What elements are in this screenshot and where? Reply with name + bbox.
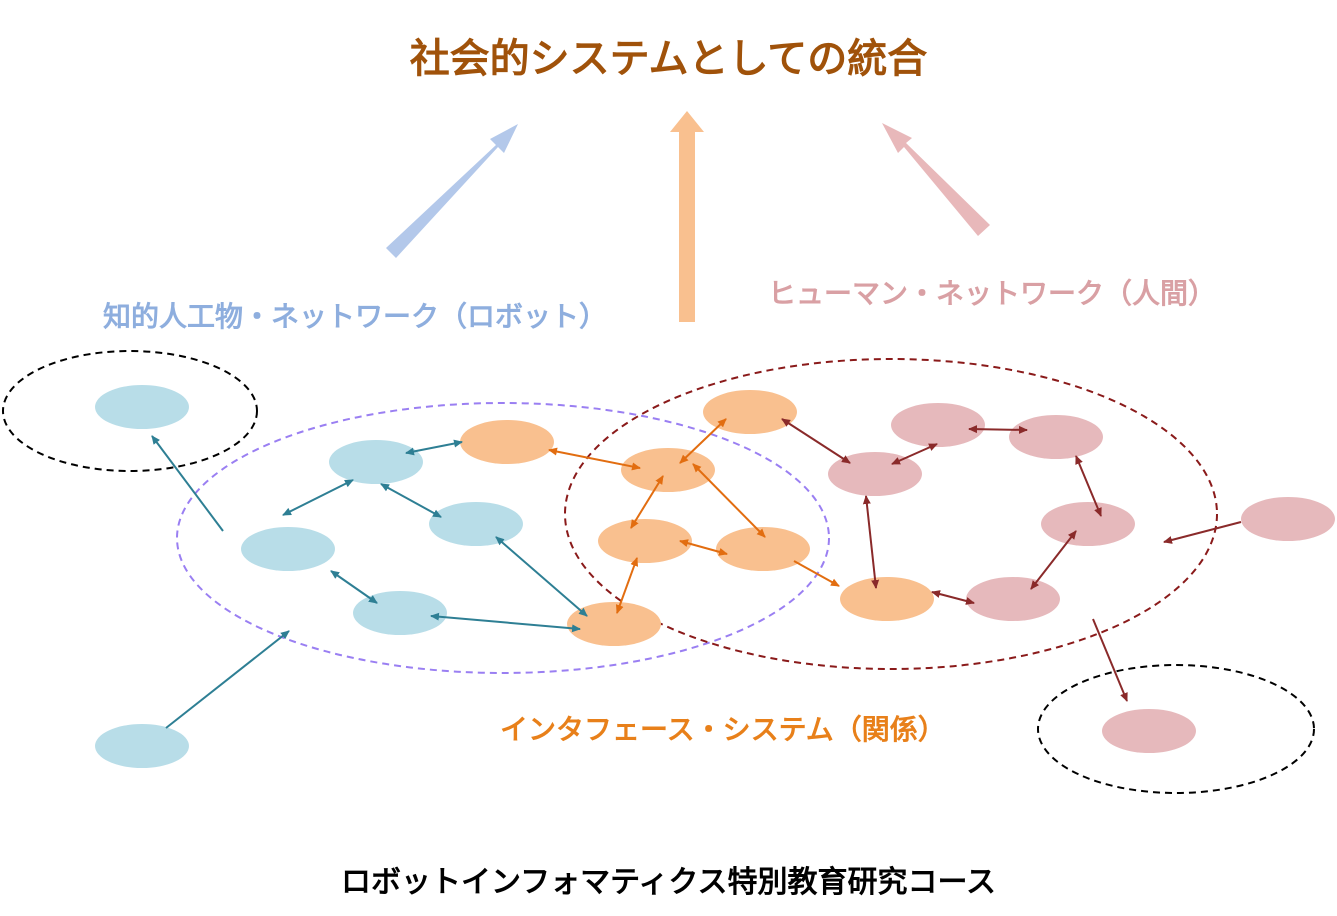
- human-link-arrow: [1030, 530, 1077, 590]
- human-link-arrow: [1092, 618, 1128, 702]
- robot-link-arrow: [495, 536, 588, 617]
- interface-link-arrow: [679, 418, 727, 464]
- interface-node: [840, 577, 934, 621]
- human-node: [1241, 497, 1335, 541]
- interface-system-label: インタフェース・システム（関係）: [500, 713, 946, 746]
- human-node: [1102, 709, 1196, 753]
- interface-node: [621, 448, 715, 492]
- human-integration-arrow: [882, 123, 990, 236]
- robot-node: [329, 440, 423, 484]
- human-node: [966, 577, 1060, 621]
- human-link-arrow: [968, 425, 1028, 434]
- human-link-arrow: [781, 418, 851, 464]
- robot-node: [241, 527, 335, 571]
- human-network-boundary: [564, 358, 1218, 670]
- robot-link-arrow: [380, 483, 442, 518]
- robot-link-arrow: [282, 479, 354, 516]
- human-link-arrow: [931, 590, 975, 605]
- robot-link-arrow: [165, 630, 290, 729]
- interface-link-arrow: [793, 560, 840, 587]
- interface-node: [598, 519, 692, 563]
- interface-link-arrow: [679, 539, 728, 556]
- human-network-label: ヒューマン・ネットワーク（人間）: [768, 277, 1217, 310]
- robot-link-arrow: [151, 435, 224, 532]
- human-link-arrow: [891, 443, 938, 465]
- human-node: [1041, 502, 1135, 546]
- robot-link-arrow: [405, 439, 463, 456]
- robot-node: [353, 591, 447, 635]
- interface-link-arrow: [630, 475, 664, 529]
- human-link-arrow: [862, 495, 880, 589]
- human-link-arrow: [1075, 455, 1102, 517]
- interface-node: [716, 527, 810, 571]
- human-node: [891, 403, 985, 447]
- robot-link-arrow: [330, 570, 378, 604]
- robot-network-boundary: [176, 402, 830, 674]
- interface-integration-arrow: [670, 111, 704, 322]
- outlier-human-boundary: [1037, 664, 1315, 794]
- robot-node: [95, 724, 189, 768]
- interface-link-arrow: [548, 447, 641, 471]
- robot-network-label: 知的人工物・ネットワーク（ロボット）: [103, 300, 608, 333]
- robot-node: [429, 502, 523, 546]
- human-node: [1009, 415, 1103, 459]
- outlier-robot-boundary: [2, 350, 258, 472]
- course-name: ロボットインフォマティクス特別教育研究コース: [341, 865, 996, 900]
- interface-node: [460, 420, 554, 464]
- robot-node: [95, 385, 189, 429]
- robot-integration-arrow: [386, 124, 518, 258]
- human-link-arrow: [1163, 521, 1242, 544]
- interface-link-arrow: [692, 463, 766, 538]
- robot-link-arrow: [430, 612, 581, 633]
- interface-node: [567, 602, 661, 646]
- diagram-title: 社会的システムとしての統合: [409, 36, 928, 82]
- interface-link-arrow: [615, 557, 639, 614]
